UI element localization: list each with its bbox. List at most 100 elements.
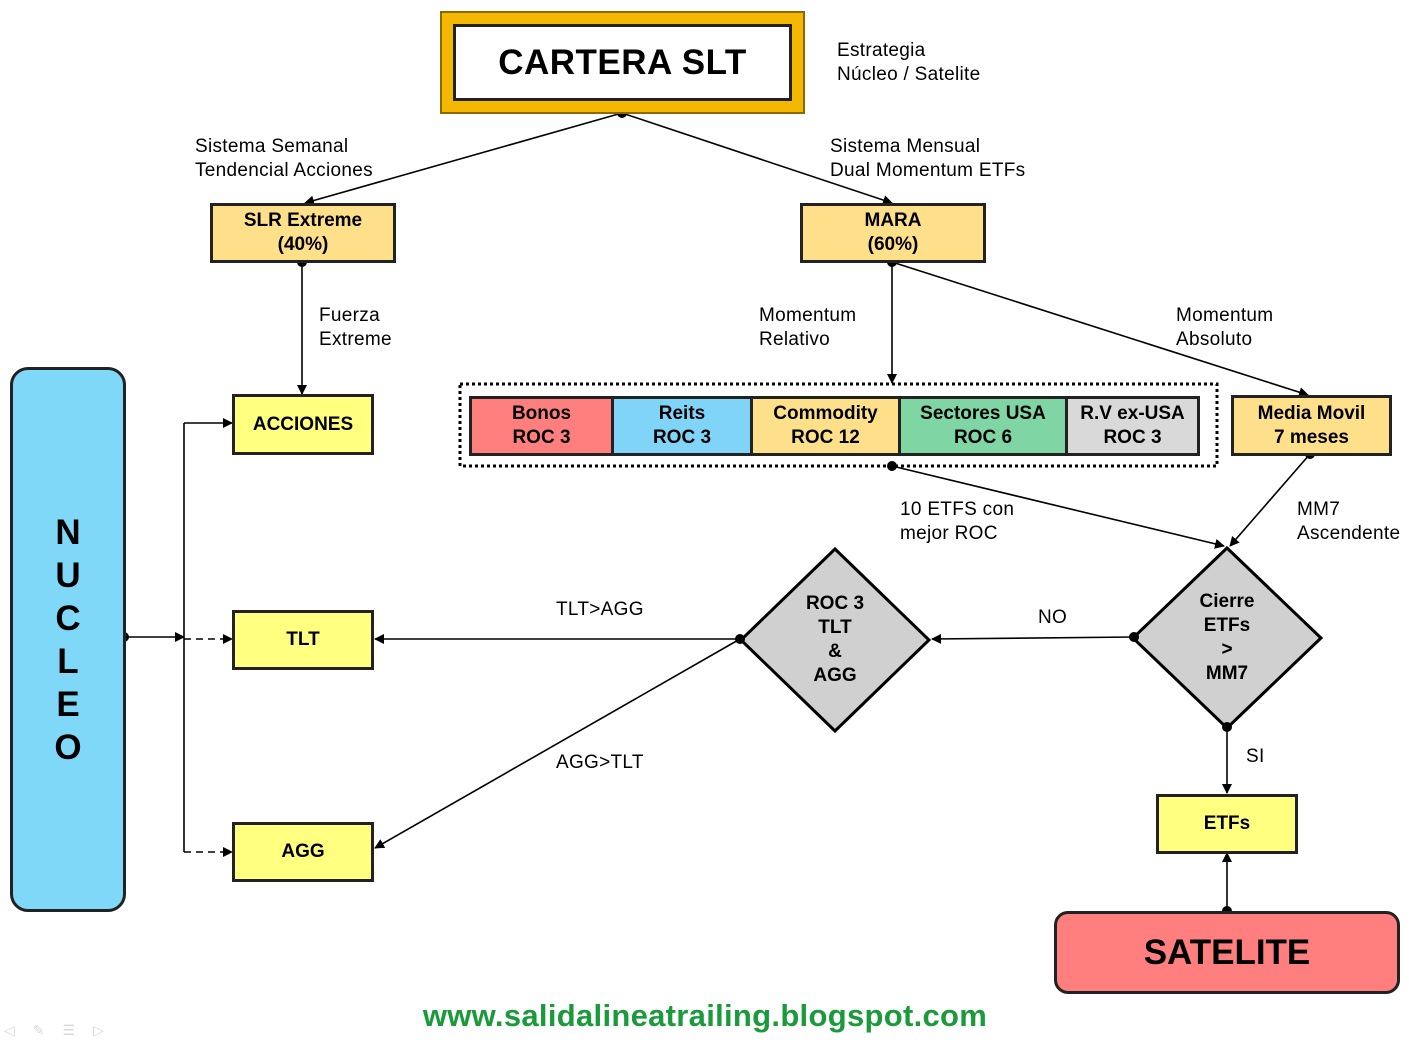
left-branch-line-1: Sistema Semanal: [195, 136, 349, 157]
title-inner: CARTERA SLT: [453, 24, 792, 101]
roc-boxes-row: Bonos ROC 3 Reits ROC 3 Commodity ROC 12…: [469, 396, 1200, 456]
etfs-roc-line-1: 10 ETFS con: [900, 499, 1015, 520]
mara-line-1: MARA: [864, 210, 922, 231]
momentum-absoluto-line-1: Momentum: [1176, 305, 1274, 326]
left-branch-label: Sistema Semanal Tendencial Acciones: [195, 135, 373, 183]
tlt-label: TLT: [286, 629, 320, 650]
momentum-relativo-line-1: Momentum: [759, 305, 857, 326]
nucleo-letter: N: [55, 512, 81, 552]
roc-diamond-text: ROC 3 TLT & AGG: [775, 592, 895, 688]
next-icon[interactable]: ▷: [93, 1022, 104, 1038]
roc-box-title: Sectores USA: [920, 403, 1046, 424]
momentum-relativo-line-2: Relativo: [759, 329, 831, 350]
arrow-cartera-mara: [621, 112, 893, 205]
momentum-absoluto-line-2: Absoluto: [1176, 329, 1253, 350]
roc-box-roc: ROC 6: [953, 427, 1013, 448]
cierre-diamond-line: ETFs: [1203, 615, 1251, 636]
si-label: SI: [1246, 746, 1265, 767]
title-frame: CARTERA SLT: [440, 11, 805, 114]
arrow-cartera-slr: [304, 112, 623, 206]
momentum-relativo-label: Momentum Relativo: [759, 304, 856, 352]
prev-icon[interactable]: ◁: [4, 1022, 15, 1038]
right-branch-line-2: Dual Momentum ETFs: [830, 160, 1026, 181]
fuerza-line-2: Extreme: [319, 329, 392, 350]
cierre-diamond-line: MM7: [1205, 663, 1249, 684]
roc-box-title: Reits: [658, 403, 706, 424]
strategy-line-1: Estrategia: [837, 40, 926, 61]
strategy-line-2: Núcleo / Satelite: [837, 64, 981, 85]
roc-box-rv-ex-usa: R.V ex-USA ROC 3: [1068, 399, 1197, 453]
agg-tlt-label: AGG>TLT: [556, 752, 644, 773]
roc-box-roc: ROC 3: [1103, 427, 1162, 448]
tlt-agg-label: TLT>AGG: [556, 599, 644, 620]
mm7-label: MM7 Ascendente: [1297, 498, 1400, 546]
roc-box-bonos: Bonos ROC 3: [472, 399, 614, 453]
media-movil-box: Media Movil 7 meses: [1231, 395, 1392, 456]
roc-diamond: [738, 546, 932, 734]
slr-box: SLR Extreme (40%): [210, 203, 396, 263]
arrow-agg: [374, 638, 741, 849]
nucleo-box: N U C L E O: [10, 367, 126, 912]
roc-box-sectores: Sectores USA ROC 6: [901, 399, 1068, 453]
roc-box-title: Bonos: [511, 403, 572, 424]
strategy-label: Estrategia Núcleo / Satelite: [837, 39, 980, 87]
arrow-mara-mediamovil: [891, 261, 1309, 398]
fuerza-label: Fuerza Extreme: [319, 304, 392, 352]
agg-label: AGG: [281, 841, 325, 862]
dot-cierre-si: [1222, 722, 1232, 732]
etfs-roc-line-2: mejor ROC: [900, 523, 998, 544]
acciones-box: ACCIONES: [232, 394, 374, 455]
dot-roc-group: [887, 461, 897, 471]
arrow-roc-cierre: [891, 465, 1225, 549]
arrow-mediamovil-cierre: [1229, 453, 1311, 547]
no-label: NO: [1038, 607, 1068, 628]
cierre-diamond-text: Cierre ETFs > MM7: [1167, 590, 1287, 686]
acciones-label: ACCIONES: [252, 413, 354, 435]
tlt-box: TLT: [232, 610, 374, 670]
page-title: CARTERA SLT: [498, 42, 747, 82]
agg-box: AGG: [232, 822, 374, 882]
roc-box-title: Commodity: [773, 403, 878, 424]
footer-url[interactable]: www.salidalineatrailing.blogspot.com: [422, 998, 988, 1033]
roc-diamond-line: ROC 3: [805, 593, 865, 614]
etfs-roc-label: 10 ETFS con mejor ROC: [900, 498, 1014, 546]
roc-diamond-line: AGG: [813, 665, 857, 686]
momentum-absoluto-label: Momentum Absoluto: [1176, 304, 1273, 352]
mara-box: MARA (60%): [800, 203, 986, 263]
media-movil-line-2: 7 meses: [1273, 426, 1349, 448]
satelite-label: SATELITE: [1143, 932, 1311, 972]
right-branch-line-1: Sistema Mensual: [830, 136, 981, 157]
mara-line-2: (60%): [867, 234, 919, 255]
roc-box-roc: ROC 3: [512, 427, 571, 448]
roc-box-roc: ROC 3: [652, 427, 712, 448]
left-branch-line-2: Tendencial Acciones: [195, 160, 373, 181]
slide-controls: ◁ ✎ ☰ ▷: [4, 1022, 124, 1042]
nucleo-letter: C: [55, 598, 81, 638]
menu-icon[interactable]: ☰: [62, 1022, 76, 1038]
roc-diamond-line: &: [828, 641, 842, 662]
nucleo-letter: O: [54, 727, 82, 767]
nucleo-letter: L: [57, 641, 79, 681]
roc-box-reits: Reits ROC 3: [614, 399, 753, 453]
dot-cierre-no: [1129, 632, 1139, 642]
nucleo-letter: U: [55, 555, 81, 595]
cierre-diamond-line: >: [1221, 639, 1233, 660]
media-movil-line-1: Media Movil: [1257, 402, 1366, 424]
cierre-diamond-line: Cierre: [1199, 591, 1255, 612]
slr-line-2: (40%): [277, 234, 329, 255]
pen-icon[interactable]: ✎: [32, 1022, 45, 1038]
nucleo-letter: E: [56, 684, 80, 724]
etfs-label: ETFs: [1203, 813, 1251, 834]
slr-line-1: SLR Extreme: [243, 210, 363, 231]
roc-diamond-line: TLT: [818, 617, 852, 638]
mm7-line-2: Ascendente: [1297, 523, 1401, 544]
right-branch-label: Sistema Mensual Dual Momentum ETFs: [830, 135, 1025, 183]
arrow-no: [931, 633, 1135, 644]
roc-box-title: R.V ex-USA: [1080, 403, 1185, 424]
satelite-box: SATELITE: [1054, 911, 1400, 994]
mm7-line-1: MM7: [1297, 499, 1341, 520]
roc-box-commodity: Commodity ROC 12: [753, 399, 901, 453]
roc-box-roc: ROC 12: [791, 427, 860, 448]
roc-group-frame: [458, 382, 1219, 468]
dot-roc-diamond: [735, 634, 745, 644]
